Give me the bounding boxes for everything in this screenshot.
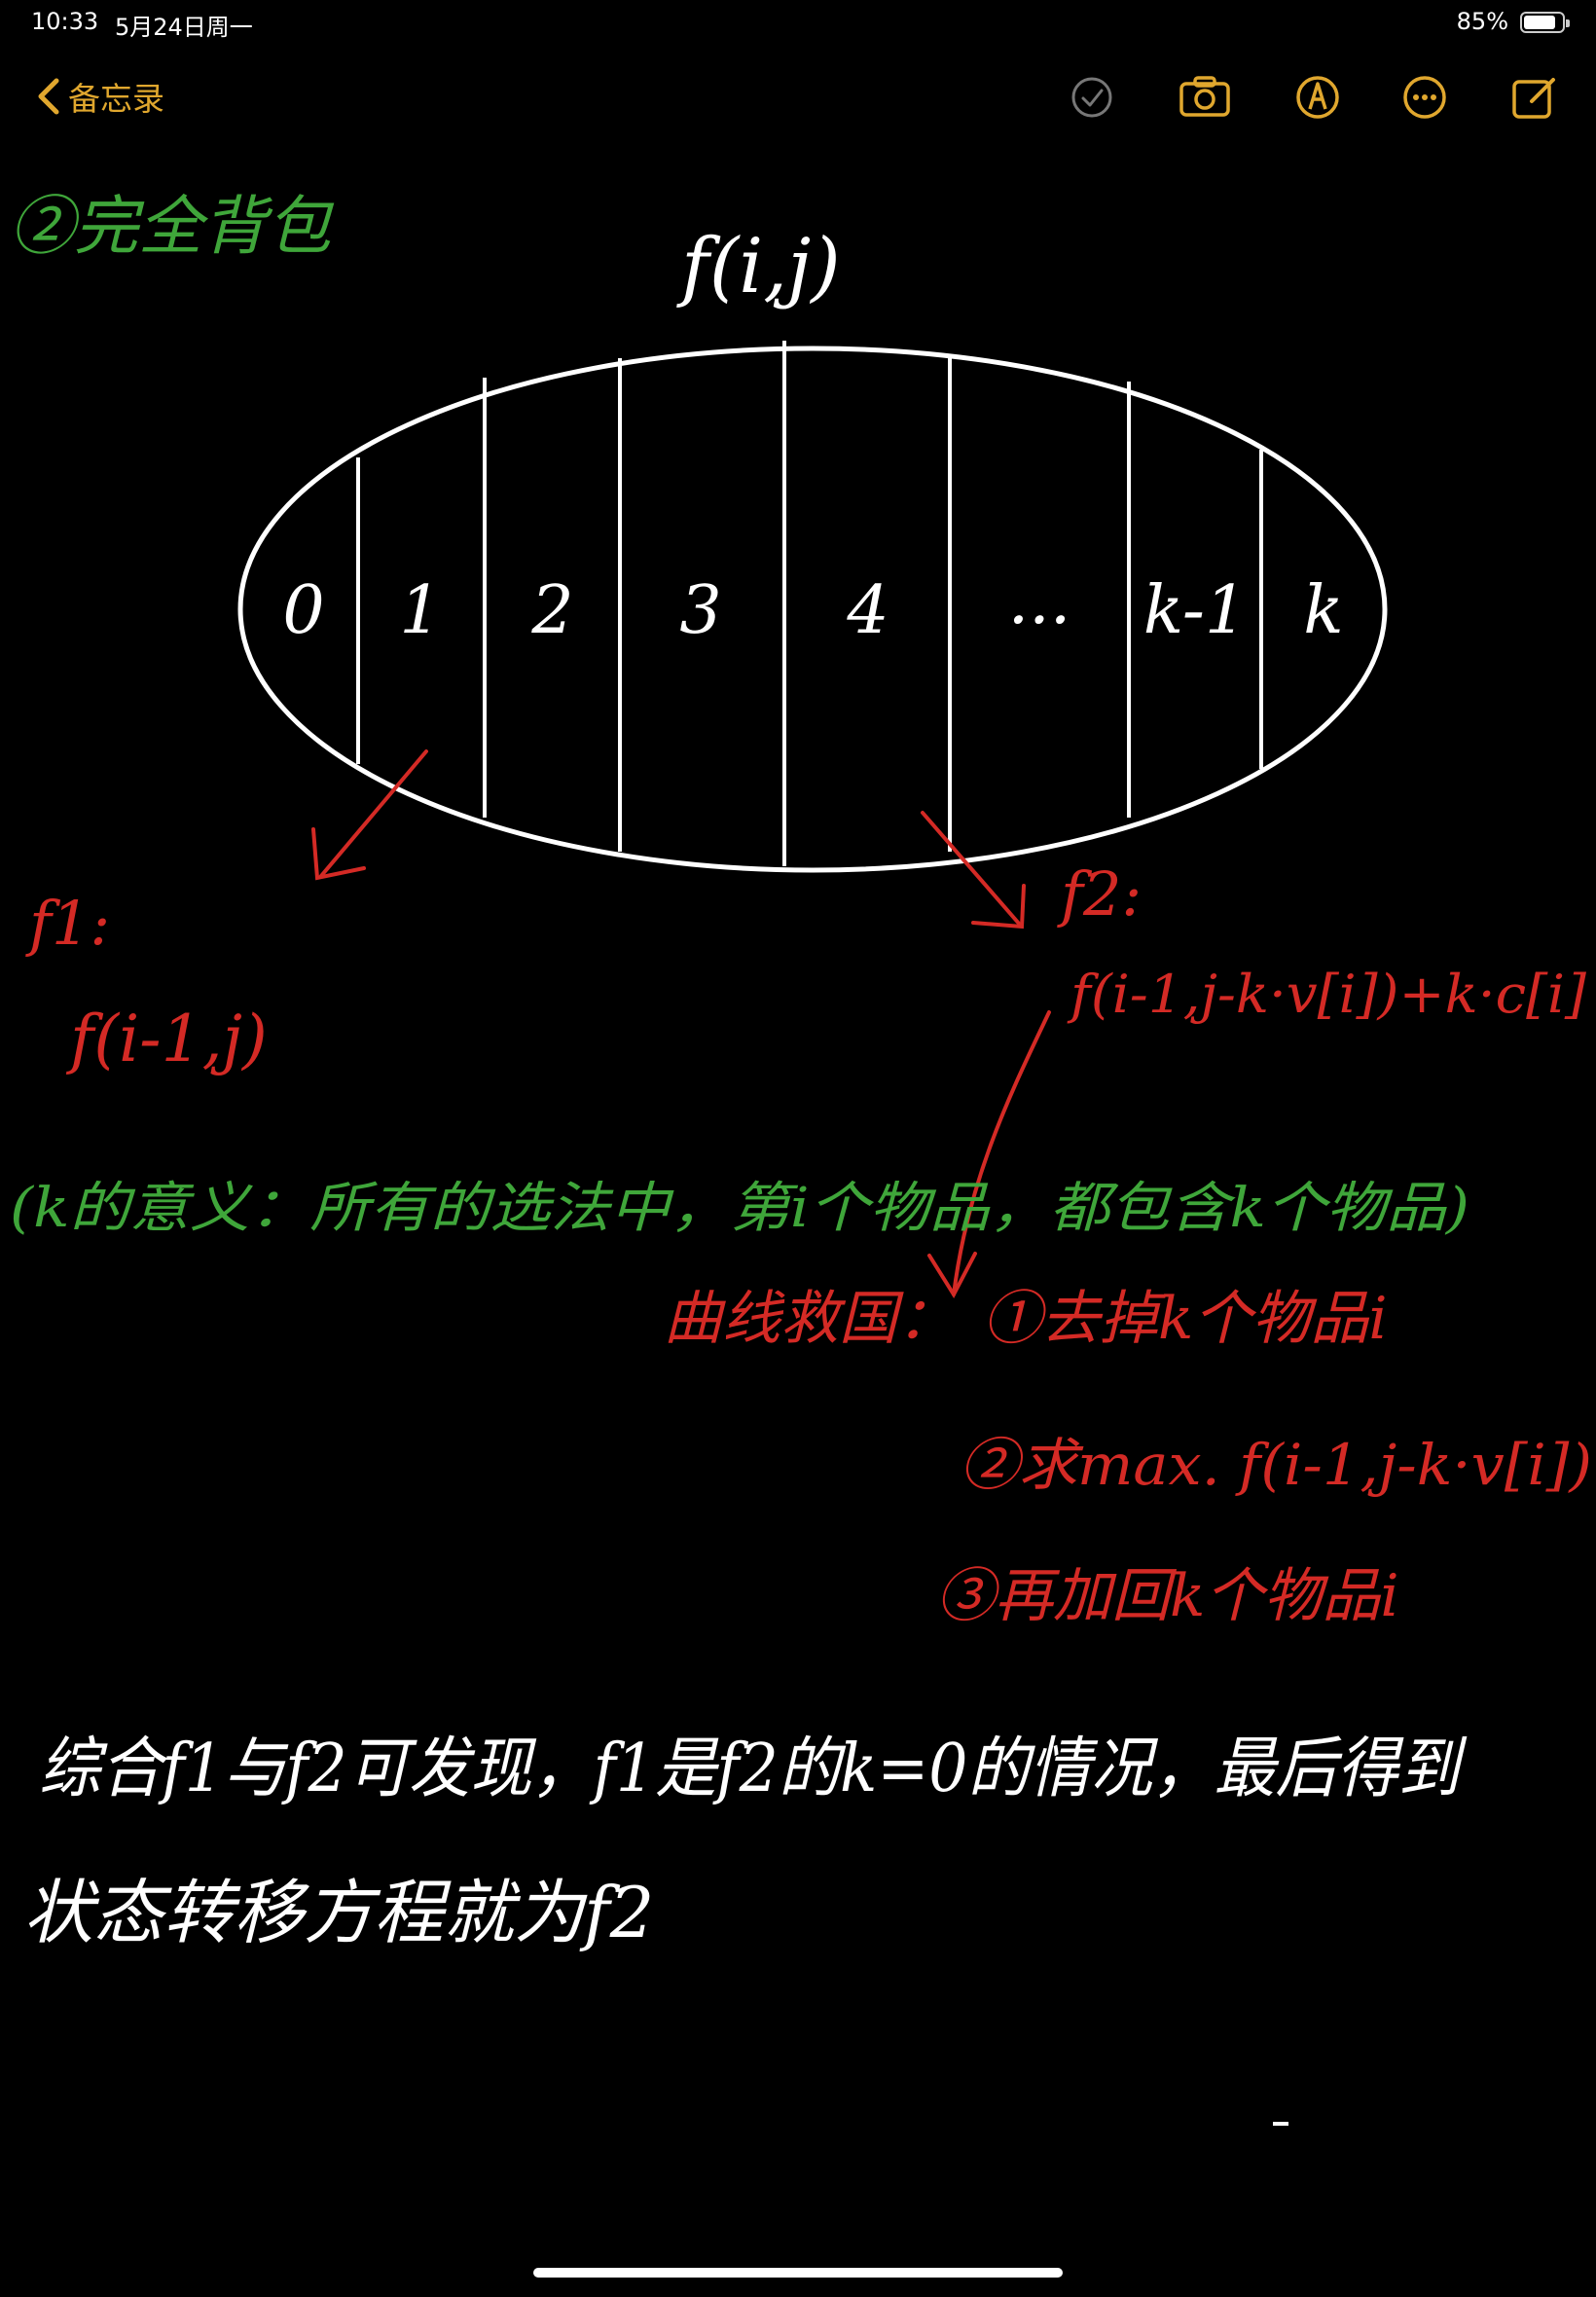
curve-title: 曲线救国：: [664, 1285, 956, 1353]
partition-label: 0: [282, 572, 324, 649]
curve-step-1: ①去掉k个物品i: [983, 1285, 1388, 1353]
k-meaning: (k的意义：所有的选法中，第i个物品，都包含k个物品): [10, 1177, 1469, 1240]
chevron-left-icon: [38, 78, 59, 115]
back-label: 备忘录: [68, 80, 164, 118]
f1-label: f1:: [25, 888, 110, 959]
partition-label: 3: [679, 572, 721, 649]
notes-toolbar: 备忘录: [0, 58, 1596, 136]
markup-pen-icon[interactable]: [1290, 70, 1345, 125]
note-heading: ②完全背包: [10, 189, 335, 264]
battery-icon: [1520, 12, 1570, 33]
red-arrows: [311, 749, 1051, 1299]
status-time: 10:33: [31, 8, 99, 35]
top-formula: f(i,j): [676, 223, 841, 310]
f2-label: f2:: [1057, 858, 1142, 930]
partition-label: k-1: [1143, 572, 1247, 649]
partition-label: ...: [1008, 563, 1071, 639]
more-ellipsis-icon[interactable]: [1397, 70, 1452, 125]
partition-label: 4: [846, 572, 889, 649]
curve-step-3: ③再加回k个物品i: [936, 1562, 1399, 1630]
compose-icon[interactable]: [1506, 70, 1561, 125]
summary-line-1: 综合f1与f2可发现，f1是f2的k=0的情况，最后得到: [39, 1731, 1468, 1807]
status-bar: 10:33 5月24日周一 85%: [0, 0, 1596, 47]
partition-label: 1: [399, 572, 441, 649]
camera-icon[interactable]: [1178, 70, 1232, 125]
partition-dividers: [356, 341, 1263, 866]
partition-label: k: [1303, 572, 1343, 649]
curve-step-2: ②求max. f(i-1,j-k·v[i]): [960, 1432, 1592, 1498]
status-date: 5月24日周一: [115, 14, 253, 41]
home-indicator[interactable]: [533, 2268, 1063, 2278]
checkmark-circle-icon[interactable]: [1065, 70, 1119, 125]
f1-formula: f(i-1,j): [65, 1002, 268, 1076]
partition-label: 2: [530, 572, 573, 649]
summary-line-2: 状态转移方程就为f2: [23, 1872, 654, 1953]
f2-formula: f(i-1,j-k·v[i])+k·c[i]: [1067, 964, 1587, 1025]
back-button[interactable]: 备忘录: [35, 72, 164, 121]
set-ellipse: [237, 346, 1388, 873]
battery-percent: 85%: [1456, 8, 1508, 35]
note-canvas[interactable]: ②完全背包 f(i,j) 0 1 2 3 4 ... k-1 k: [0, 136, 1596, 2258]
